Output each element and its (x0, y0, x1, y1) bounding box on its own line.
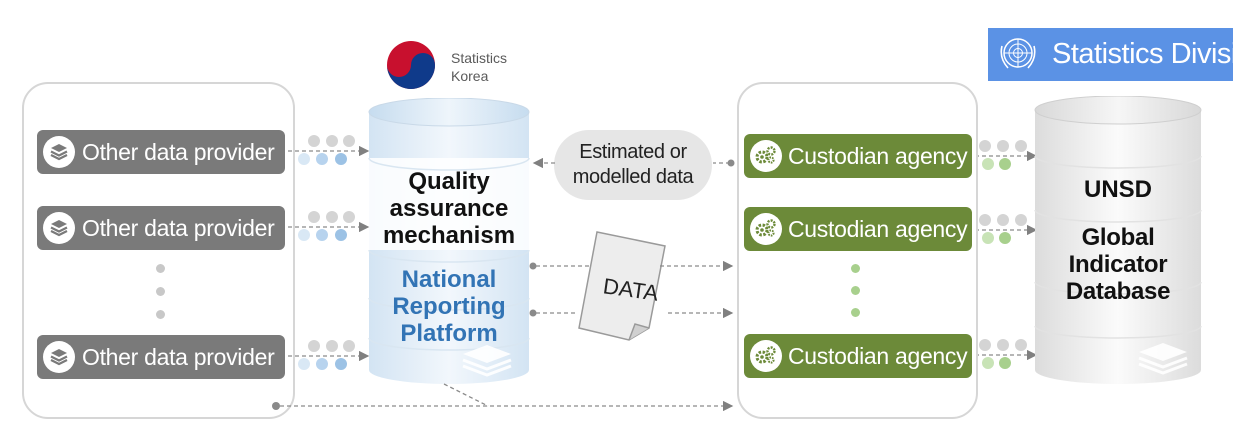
flow-dot (316, 229, 328, 241)
national-reporting-platform-label: National Reporting Platform (392, 266, 506, 347)
flow-dot (335, 229, 347, 241)
un-statistics-division-text: Statistics Division (1052, 38, 1251, 70)
flow-dot (343, 135, 355, 147)
custodian-agency-1[interactable]: Custodian agency (744, 134, 972, 178)
flow-dot (343, 211, 355, 223)
flow-dot (1015, 339, 1027, 351)
ellipsis-dot (851, 308, 860, 317)
un-emblem-icon (1000, 38, 1036, 69)
flow-dot (982, 232, 994, 244)
flow-dot (308, 340, 320, 352)
flow-dot (343, 340, 355, 352)
layers-icon (43, 212, 75, 244)
flow-dot (298, 229, 310, 241)
flow-dot (316, 358, 328, 370)
custodian-label: Custodian agency (788, 143, 968, 169)
quality-assurance-label: Quality assurance mechanism (382, 168, 516, 249)
gears-icon (750, 340, 782, 372)
custodian-agency-2[interactable]: Custodian agency (744, 207, 972, 251)
estimated-data-bubble: Estimated or modelled data (554, 130, 712, 200)
custodian-label: Custodian agency (788, 343, 968, 369)
global-indicator-database-label: Global Indicator Database (1065, 224, 1171, 305)
flow-dot (999, 357, 1011, 369)
layers-icon (43, 136, 75, 168)
flow-dot (979, 140, 991, 152)
flow-dot (999, 232, 1011, 244)
flow-dot (326, 211, 338, 223)
provider-label: Other data provider (82, 344, 275, 370)
ellipsis-dot (156, 287, 165, 296)
statistics-korea-logo (386, 40, 436, 90)
statistics-korea-name-line1: Statistics (451, 50, 508, 66)
statistics-korea-name-line2: Korea (451, 68, 489, 84)
flow-dot (326, 135, 338, 147)
flow-dot (1015, 140, 1027, 152)
flow-dot (999, 158, 1011, 170)
provider-label: Other data provider (82, 139, 275, 165)
unsd-label: UNSD (1083, 176, 1152, 203)
flow-dot (1015, 214, 1027, 226)
custodian-agency-3[interactable]: Custodian agency (744, 334, 972, 378)
data-document-icon (578, 231, 666, 341)
flow-dot (997, 214, 1009, 226)
other-data-provider-1[interactable]: Other data provider (37, 130, 285, 174)
flow-dot (979, 339, 991, 351)
un-statistics-division-banner (988, 28, 1233, 81)
custodian-label: Custodian agency (788, 216, 968, 242)
flow-dot (982, 158, 994, 170)
flow-dot (997, 339, 1009, 351)
gears-icon (750, 140, 782, 172)
ellipsis-dot (156, 310, 165, 319)
flow-dot (298, 153, 310, 165)
ellipsis-dot (851, 264, 860, 273)
flow-dot (997, 140, 1009, 152)
flow-dot (982, 357, 994, 369)
ellipsis-dot (156, 264, 165, 273)
flow-dot (316, 153, 328, 165)
ellipsis-dot (851, 286, 860, 295)
provider-label: Other data provider (82, 215, 275, 241)
unsd-database-cylinder (1034, 96, 1202, 384)
national-database-cylinder (368, 98, 530, 384)
flow-dot (979, 214, 991, 226)
gears-icon (750, 213, 782, 245)
layers-icon (43, 341, 75, 373)
other-data-provider-3[interactable]: Other data provider (37, 335, 285, 379)
flow-dot (326, 340, 338, 352)
flow-dot (298, 358, 310, 370)
flow-dot (308, 211, 320, 223)
other-data-provider-2[interactable]: Other data provider (37, 206, 285, 250)
flow-dot (335, 153, 347, 165)
flow-dot (308, 135, 320, 147)
flow-dot (335, 358, 347, 370)
